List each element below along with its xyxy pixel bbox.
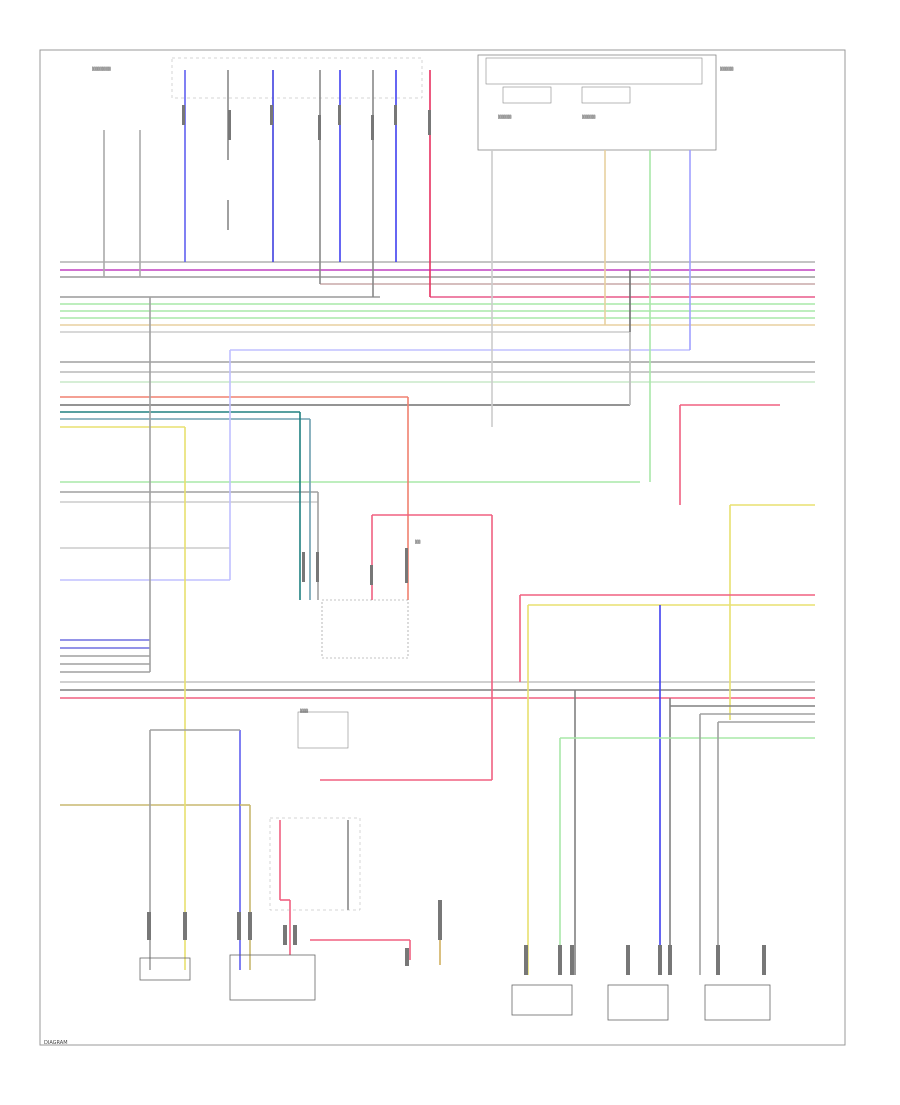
connector-pins: [147, 105, 766, 975]
sensor-box-3: [511, 984, 573, 1016]
sensor-box-5: [704, 984, 771, 1021]
svg-text:▒▒▒: ▒▒▒: [300, 708, 308, 713]
vertical-wires: [103, 70, 815, 975]
fuse-box-middle: [297, 711, 349, 749]
svg-text:▒▒▒▒▒: ▒▒▒▒▒: [498, 114, 512, 119]
page-reference: DIAGRAM: [44, 1040, 68, 1046]
module-relay-left: [502, 86, 552, 104]
diagram-frame: [39, 49, 846, 1046]
sensor-box-4: [607, 984, 669, 1021]
control-module-box: [477, 54, 717, 151]
svg-text:▒▒▒▒▒: ▒▒▒▒▒: [582, 114, 596, 119]
lower-relay-box: [269, 817, 361, 911]
sensor-box-1: [139, 957, 191, 981]
middle-relay-box: [321, 599, 409, 659]
module-relay-right: [581, 86, 631, 104]
svg-text:▒▒▒▒▒▒▒: ▒▒▒▒▒▒▒: [92, 66, 111, 71]
tiny-labels: ▒▒▒▒▒▒▒ ▒▒▒▒▒ ▒▒▒▒▒ ▒▒▒▒▒ ▒▒ ▒▒▒: [92, 66, 734, 713]
harness-wires: [60, 261, 815, 806]
control-module-inner: [485, 57, 703, 85]
svg-text:▒▒▒▒▒: ▒▒▒▒▒: [720, 66, 734, 71]
svg-text:▒▒: ▒▒: [415, 539, 421, 544]
fuse-box-top: [171, 57, 423, 99]
sensor-box-2: [229, 954, 316, 1001]
